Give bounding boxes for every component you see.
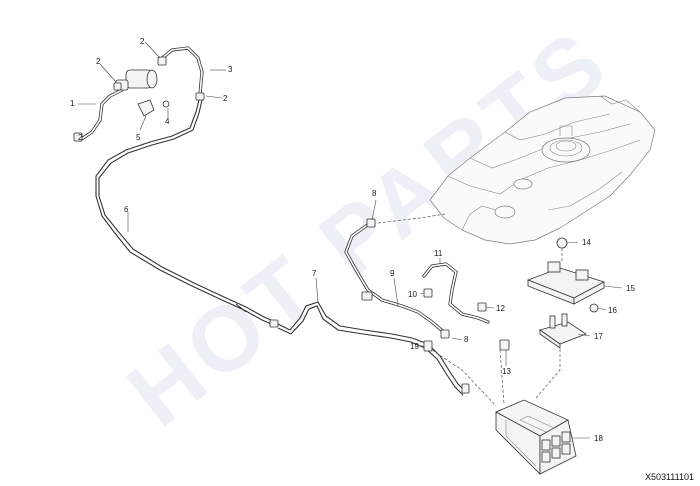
fuel-line-7 xyxy=(277,301,467,393)
bracket-15 xyxy=(526,261,606,305)
callout-2-bottom: 2 xyxy=(78,133,83,142)
callout-18: 18 xyxy=(594,434,603,443)
callout-4: 4 xyxy=(165,117,170,126)
callout-2-top: 2 xyxy=(140,37,145,46)
callout-14: 14 xyxy=(582,238,591,247)
nut-16 xyxy=(589,303,599,313)
clamp-2-right xyxy=(195,92,205,101)
callout-13: 13 xyxy=(502,367,511,376)
dashed-link-canister-13 xyxy=(499,349,505,405)
evap-canister xyxy=(495,399,577,475)
callout-19: 19 xyxy=(410,342,419,351)
callout-15: 15 xyxy=(626,284,635,293)
clamp-2-bottom xyxy=(73,132,83,142)
callout-11: 11 xyxy=(434,249,443,258)
fitting-12 xyxy=(477,302,487,312)
callout-8-upper: 8 xyxy=(372,189,377,198)
clip-8-upper xyxy=(366,218,376,228)
callout-2-left: 2 xyxy=(96,57,101,66)
nut-14 xyxy=(556,237,568,249)
clamp-10 xyxy=(423,288,433,298)
clip-8-lower xyxy=(440,329,450,339)
bracket-5 xyxy=(137,99,155,117)
clamp-13 xyxy=(499,339,510,351)
dashed-link-tank-8 xyxy=(377,213,446,224)
callout-5: 5 xyxy=(136,133,141,142)
callout-6: 6 xyxy=(124,205,129,214)
fuel-line-6 xyxy=(95,95,277,327)
callout-7: 7 xyxy=(312,269,317,278)
purge-valve xyxy=(115,69,158,91)
bolt-4 xyxy=(162,100,170,108)
fuel-tank xyxy=(429,95,656,245)
fitting-7b xyxy=(461,383,470,394)
connector-9 xyxy=(361,291,373,301)
document-id: X503111101 xyxy=(644,472,694,482)
callout-9: 9 xyxy=(390,269,395,278)
dashed-link-bracket xyxy=(535,344,561,399)
clamp-19 xyxy=(423,340,433,352)
callout-10: 10 xyxy=(408,290,417,299)
bracket-17 xyxy=(539,313,587,349)
callout-2-right: 2 xyxy=(223,94,228,103)
leader-lines xyxy=(78,41,623,439)
clamp-2-top xyxy=(157,56,167,66)
callout-1: 1 xyxy=(70,99,75,108)
fitting-7 xyxy=(269,319,279,328)
callout-16: 16 xyxy=(608,306,617,315)
callout-3: 3 xyxy=(228,65,233,74)
callout-17: 17 xyxy=(594,332,603,341)
callout-8-lower: 8 xyxy=(464,335,469,344)
clip-line-6 xyxy=(235,303,247,313)
dashed-link-19 xyxy=(431,349,497,407)
callout-12: 12 xyxy=(496,304,505,313)
clamp-2-left xyxy=(113,82,122,91)
